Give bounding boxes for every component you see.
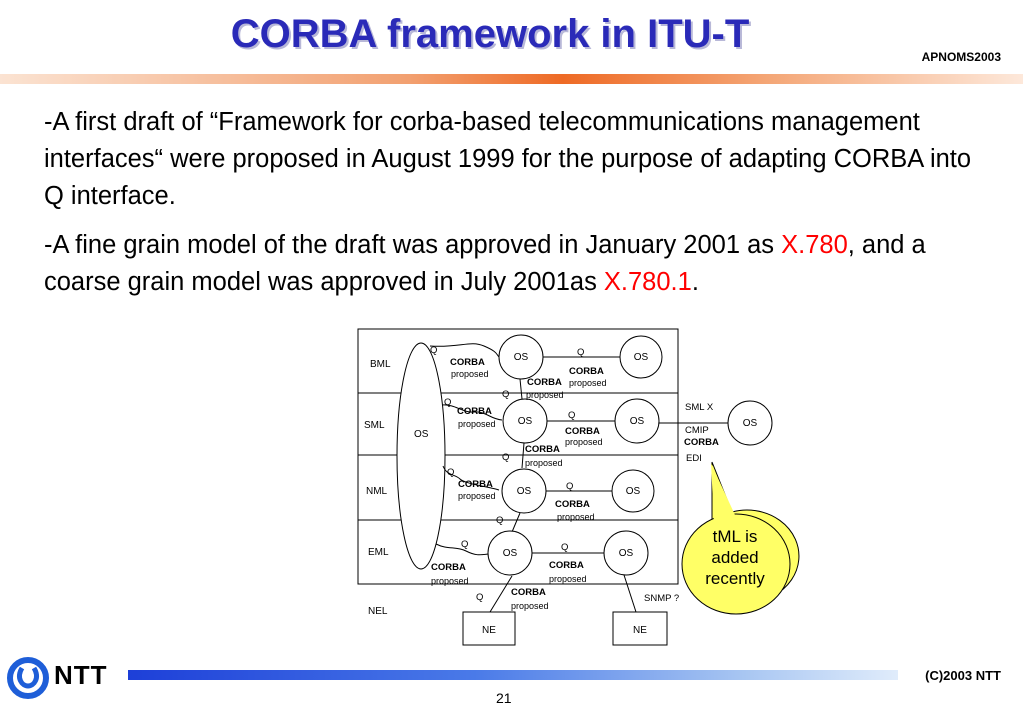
ntt-logo-text: NTT [54,660,108,690]
q-label: Q [502,389,509,400]
proposed-label: proposed [458,491,496,501]
proposed-label: proposed [569,378,607,388]
corba-label: CORBA [527,377,562,388]
ntt-logo-icon [7,657,49,699]
q-label: Q [568,410,575,421]
proposed-label: proposed [549,574,587,584]
os-label: OS [743,418,758,429]
corba-label: CORBA [450,357,485,368]
proposed-label: proposed [526,390,564,400]
ne-label: NE [482,625,496,636]
proposed-label: proposed [458,419,496,429]
footer-divider [128,670,898,680]
corba-label: CORBA [525,444,560,455]
corba-label: CORBA [431,562,466,573]
q-label: Q [476,592,483,603]
slide-body: -A first draft of “Framework for corba-b… [44,104,984,313]
q-label: Q [577,347,584,358]
os-label: OS [518,416,533,427]
snmp-label: SNMP ? [644,593,679,604]
os-node-eml-right [603,530,649,576]
corba-label: CORBA [457,406,492,417]
central-os-label: OS [414,429,429,440]
central-os-ellipse [396,342,446,570]
os-node-sml-left [502,398,548,444]
title-divider [0,74,1023,84]
proposed-label: proposed [431,576,469,586]
q-label: Q [496,515,503,526]
corba-label: CORBA [569,366,604,377]
q-label: Q [430,345,437,356]
page-number: 21 [496,690,512,706]
corba-label: CORBA [555,499,590,510]
sml-x-label: SML X [685,402,714,413]
proposed-label: proposed [525,458,563,468]
os-node-nml-right [611,469,655,513]
os-label: OS [517,486,532,497]
q-label: Q [444,397,451,408]
copyright: (C)2003 NTT [925,668,1001,683]
q-label: Q [566,481,573,492]
corba-label: CORBA [458,479,493,490]
corba-label: CORBA [565,426,600,437]
corba-label: CORBA [511,587,546,598]
x780-link: X.780 [781,231,848,259]
callout-bubble [681,513,791,615]
layer-label-nml: NML [366,486,388,497]
ne-label: NE [633,625,647,636]
q-label: Q [447,467,454,478]
ne-box-left [462,611,516,646]
layer-label-nel: NEL [368,606,388,617]
layer-label-bml: BML [370,359,391,370]
os-label: OS [630,416,645,427]
corba-label: CORBA [684,437,719,448]
proposed-label: proposed [557,512,595,522]
q-label: Q [561,542,568,553]
os-label: OS [514,352,529,363]
layer-label-sml: SML [364,420,385,431]
p2-text-3: . [691,268,699,296]
ne-box-right [612,611,668,646]
edi-label: EDI [686,453,702,464]
x7801-link: X.780.1 [603,268,692,296]
conference-label: APNOMS2003 [921,50,1001,64]
corba-label: CORBA [549,560,584,571]
connection-lines [429,343,728,613]
p2-text-1: -A fine grain model of the draft was app… [44,231,782,259]
paragraph-1: -A first draft of “Framework for corba-b… [44,108,972,210]
layer-label-eml: EML [368,547,389,558]
paragraph-2: -A fine grain model of the draft was app… [44,227,984,301]
proposed-label: proposed [565,437,603,447]
proposed-label: proposed [511,601,549,611]
os-label: OS [503,548,518,559]
os-node-sml-right [614,398,660,444]
slide-title: CORBA framework in ITU-T [230,12,750,56]
q-label: Q [502,452,509,463]
os-label: OS [626,486,641,497]
os-node-bml-left [498,334,544,380]
proposed-label: proposed [451,369,489,379]
q-label: Q [461,539,468,550]
cmip-label: CMIP [685,425,709,436]
os-node-nml-left [501,468,547,514]
os-label: OS [619,548,634,559]
os-label: OS [634,352,649,363]
callout-text: tML is added recently [705,527,765,588]
p2-text-2: , and a coarse grain model was approved … [44,231,926,296]
os-node-external [727,400,773,446]
os-node-eml-left [487,530,533,576]
os-node-bml-right [619,335,663,379]
